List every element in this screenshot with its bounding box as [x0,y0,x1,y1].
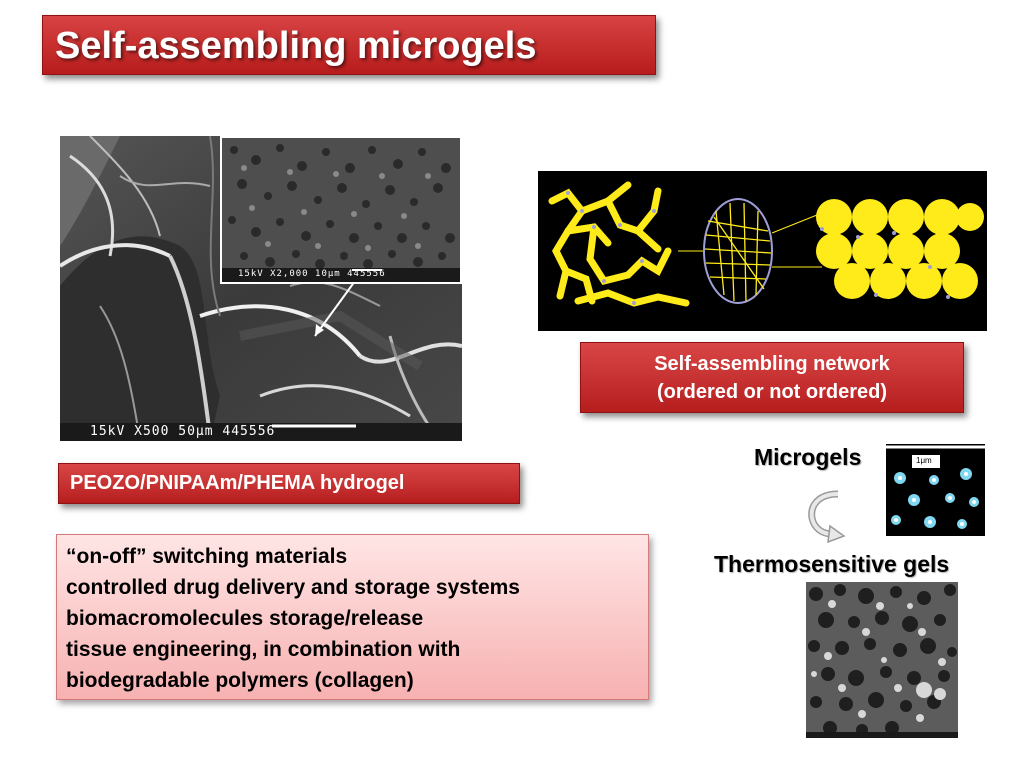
sem-inset-texture [222,138,460,282]
hydrogel-caption: PEOZO/PNIPAAm/PHEMA hydrogel [70,472,405,494]
microgel-micrograph: 1μm [886,444,985,536]
microgels-label: Microgels [754,444,862,470]
network-caption-line2: (ordered or not ordered) [656,381,887,403]
sem-inset-micrograph: 15kV X2,000 10μm 445556 [220,136,462,284]
gel-texture [806,582,958,738]
application-item: biomacromolecules storage/release [66,607,424,630]
hydrogel-caption-box: PEOZO/PNIPAAm/PHEMA hydrogel [58,463,520,504]
cycle-arrow-icon [808,490,846,544]
network-diagram [538,171,987,331]
application-item: controlled drug delivery and storage sys… [66,576,520,599]
applications-box: “on-off” switching materials controlled … [56,534,649,700]
microgel-scale-label: 1μm [916,456,932,465]
application-item: “on-off” switching materials [66,545,348,568]
applications-list: “on-off” switching materials controlled … [66,541,520,696]
application-item: tissue engineering, in combination with [66,638,461,661]
network-caption-line1: Self-assembling network [654,353,890,375]
title-banner: Self-assembling microgels [42,15,656,75]
thermosensitive-label: Thermosensitive gels [714,551,950,577]
page-title: Self-assembling microgels [55,25,537,67]
thermosensitive-gel-micrograph [806,582,958,738]
sem-inset-scale-caption: 15kV X2,000 10μm 445556 [238,269,386,279]
network-caption-box: Self-assembling network (ordered or not … [580,342,964,413]
sem-scale-caption: 15kV X500 50μm 445556 [90,424,276,439]
application-item: biodegradable polymers (collagen) [66,669,414,692]
network-illustration [538,171,987,331]
microgel-particles [886,444,985,536]
